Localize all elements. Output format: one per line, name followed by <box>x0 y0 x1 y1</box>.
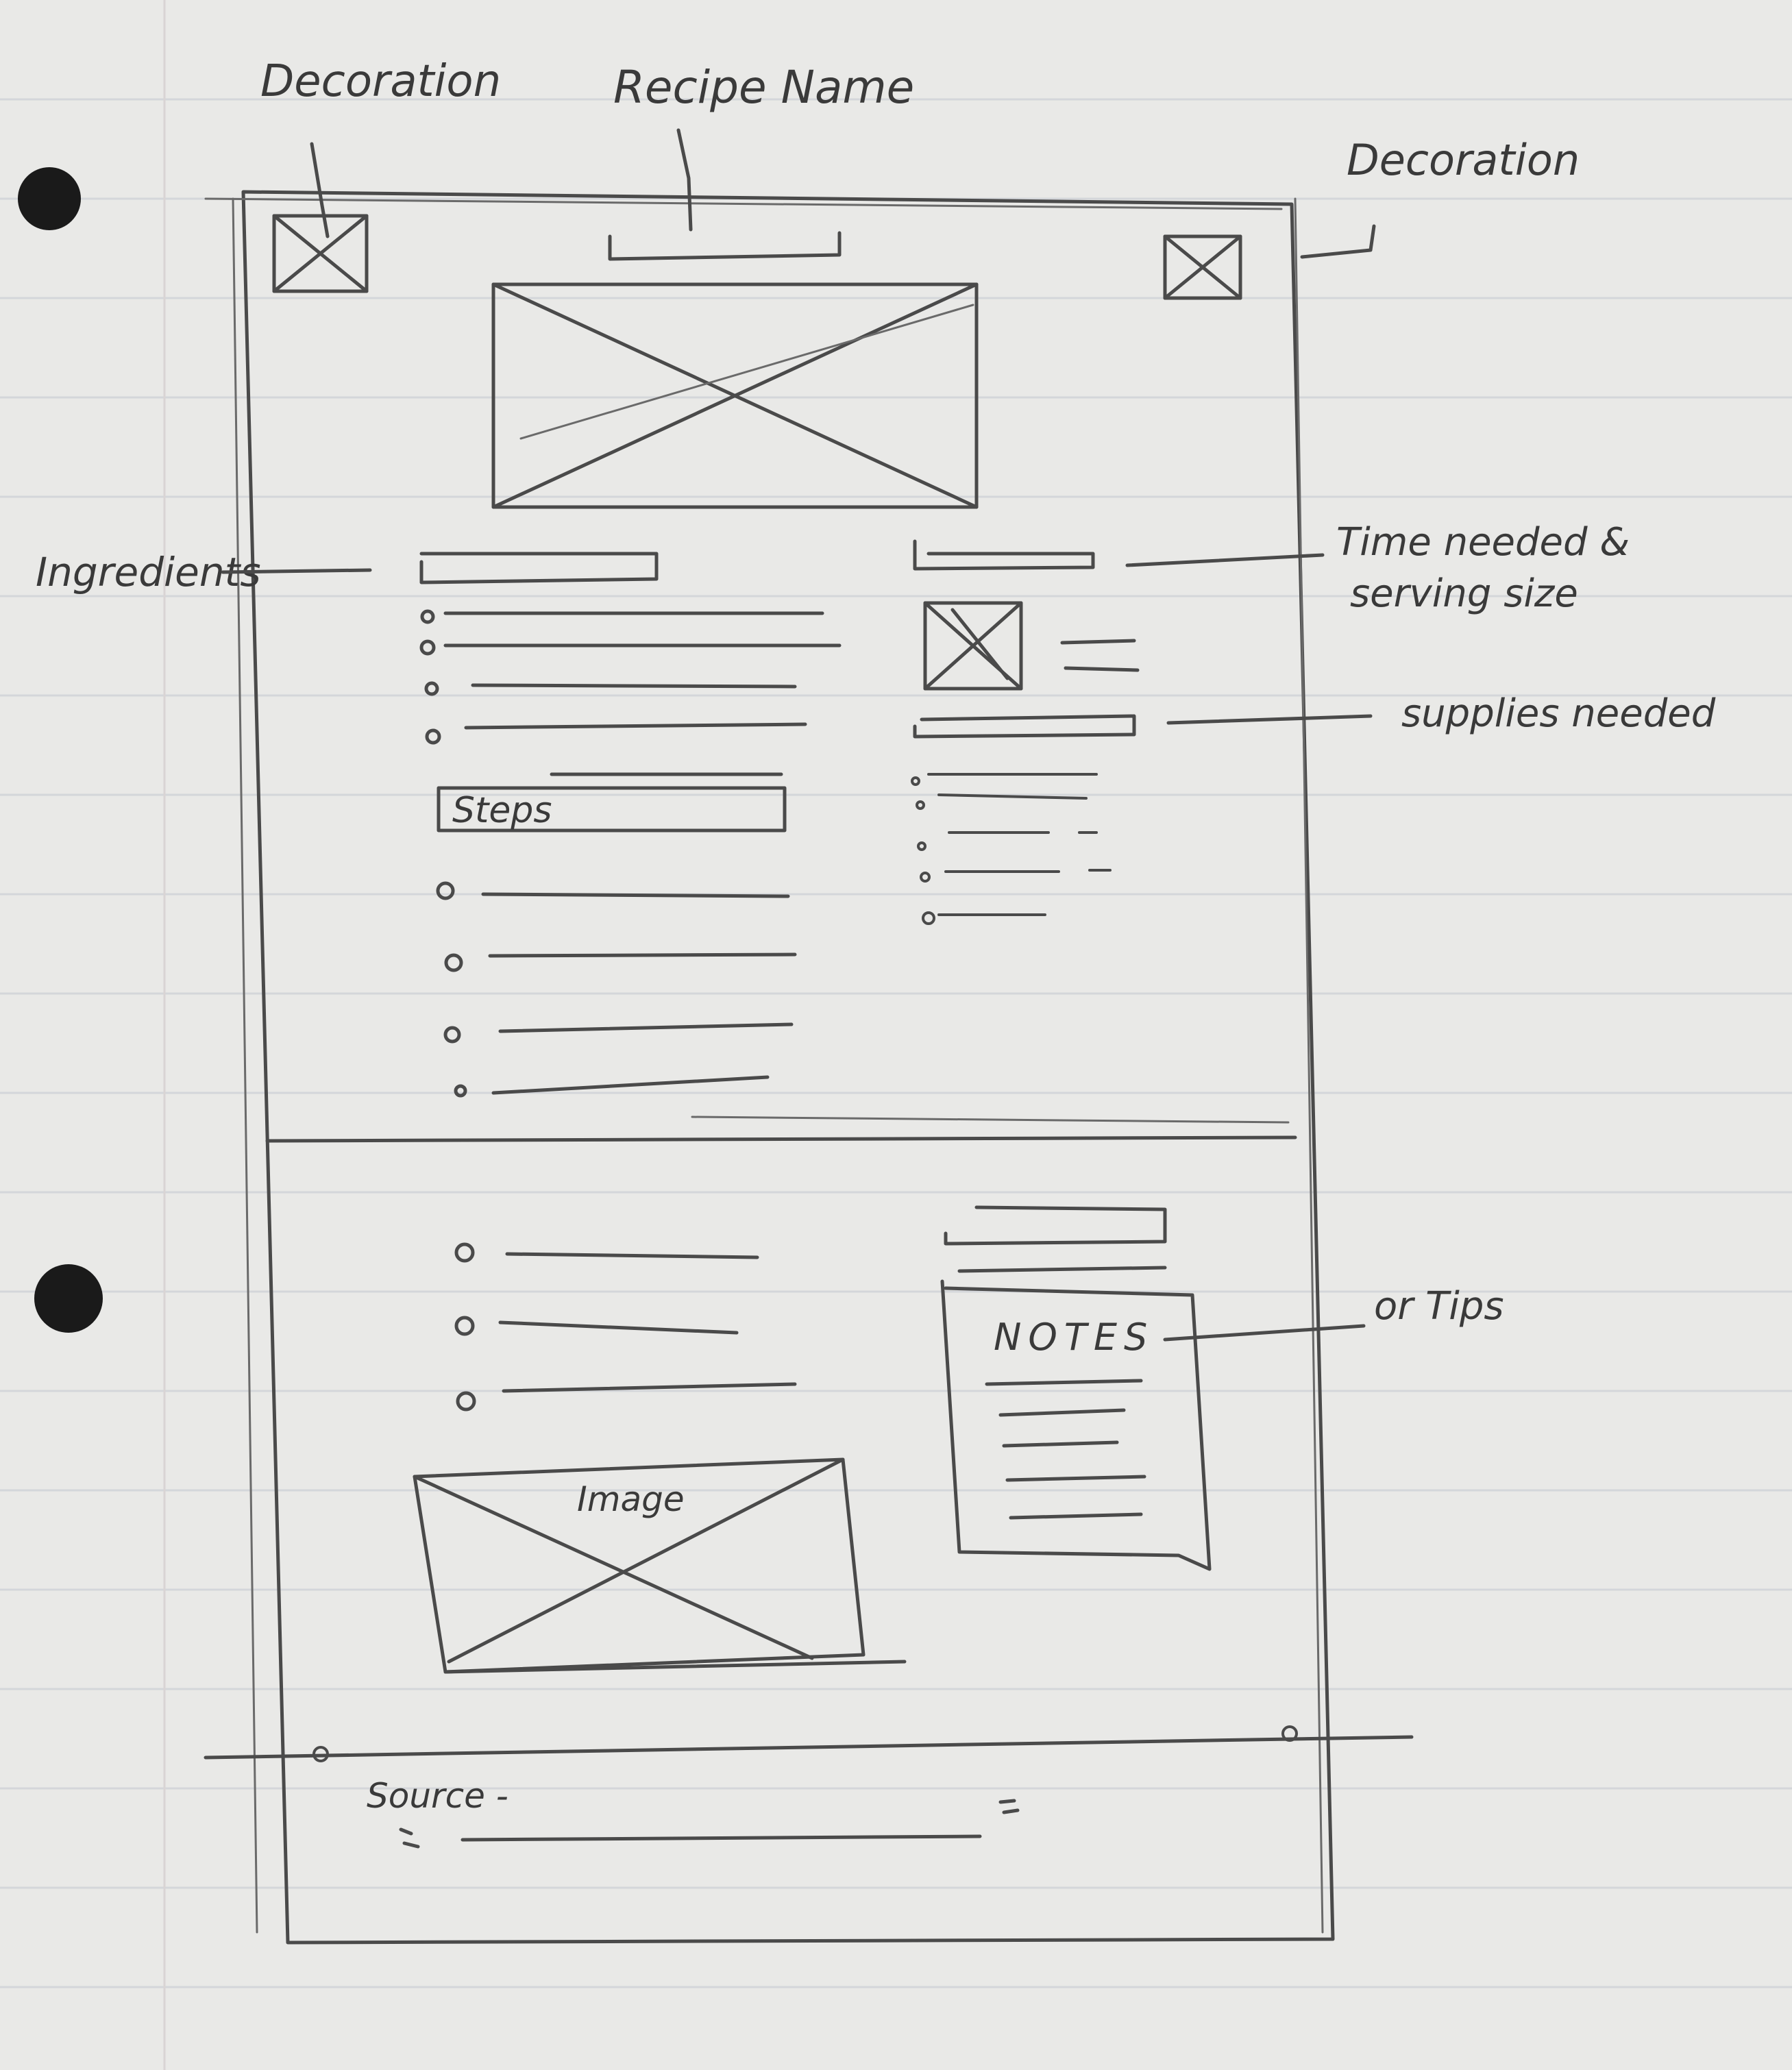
annotation-or-tips: or Tips <box>1374 1284 1504 1329</box>
binder-hole-bottom <box>34 1264 103 1333</box>
steps-list-top <box>436 881 797 1098</box>
notes-heading-underline <box>957 1266 1167 1273</box>
notebook-ruled-lines <box>0 98 1792 1988</box>
time-heading-bar <box>913 539 1095 571</box>
hero-image-placeholder <box>491 282 979 509</box>
time-icon-box <box>923 601 1023 691</box>
decoration-right-box <box>1163 234 1242 300</box>
decoration-left-box <box>272 214 369 293</box>
annotation-recipe-name: Recipe Name <box>613 61 914 114</box>
steps-label: Steps <box>452 790 552 831</box>
footer-divider <box>204 1735 1414 1760</box>
binder-hole-top <box>18 167 81 230</box>
supplies-heading-bar <box>913 714 1136 739</box>
source-line <box>399 1799 1020 1849</box>
source-label: Source - <box>367 1776 508 1816</box>
annotation-decoration-left: Decoration <box>260 56 501 107</box>
notes-heading-bar <box>944 1205 1167 1246</box>
notes-box <box>940 1279 1212 1571</box>
notes-lines <box>985 1379 1146 1520</box>
section-divider <box>265 1135 1297 1143</box>
footer-divider-dot-right <box>1281 1725 1298 1742</box>
annotation-decoration-right: Decoration <box>1347 135 1580 185</box>
recipe-name-bar <box>608 231 842 261</box>
page-frame <box>204 190 1335 1945</box>
time-serving-lines <box>1060 639 1140 672</box>
annotation-time-needed-1: Time needed & <box>1336 520 1630 565</box>
footer-divider-dot-left <box>312 1746 329 1762</box>
annotation-time-needed-2: serving size <box>1350 571 1578 616</box>
steps-heading-box <box>437 772 787 833</box>
bottom-image-placeholder <box>413 1457 907 1674</box>
supplies-list <box>911 773 1112 925</box>
steps-list-bottom <box>454 1242 797 1412</box>
image-label: Image <box>577 1479 685 1519</box>
annotation-supplies-needed: supplies needed <box>1401 691 1716 736</box>
ingredients-heading-bar <box>419 552 659 584</box>
annotation-leader-lines <box>221 128 1376 1342</box>
steps-underline <box>691 1116 1290 1124</box>
ingredients-list <box>419 609 842 745</box>
notes-label: NOTES <box>994 1316 1154 1359</box>
